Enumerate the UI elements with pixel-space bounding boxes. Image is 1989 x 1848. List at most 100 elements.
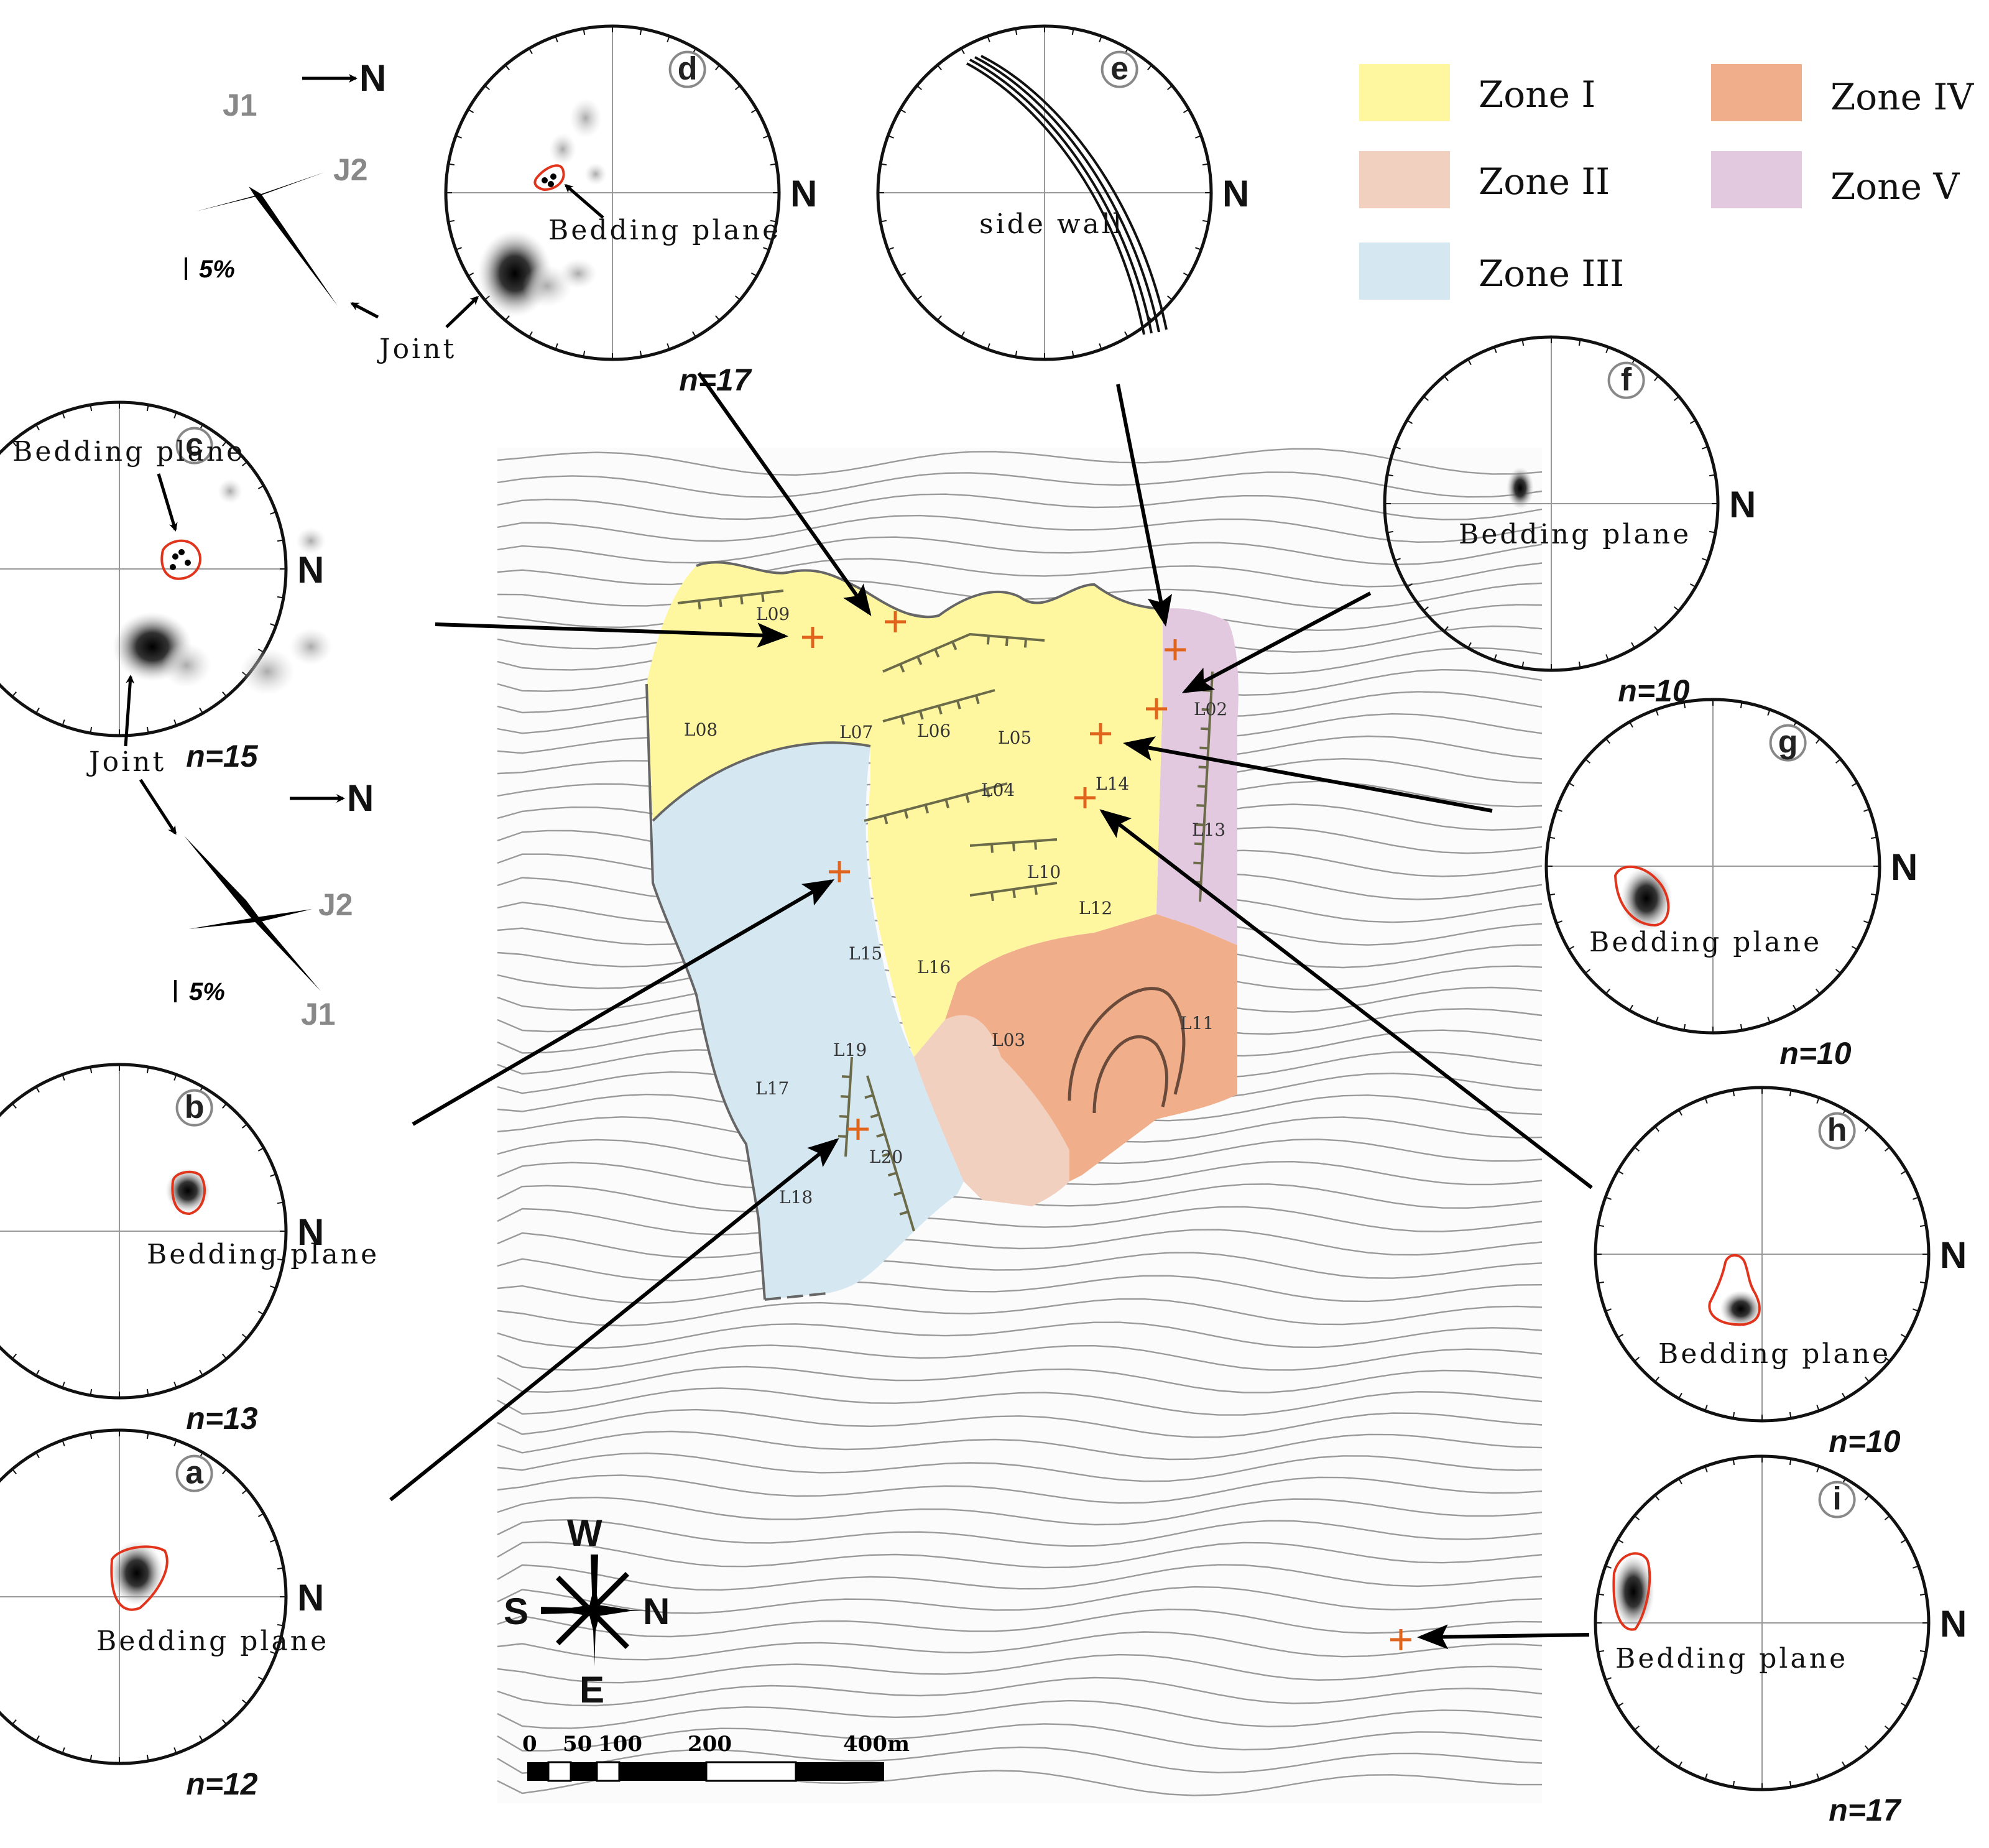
legend-label-zone-2: Zone II bbox=[1479, 160, 1610, 203]
bedding-label-b: Bedding plane bbox=[147, 1239, 379, 1270]
side-wall-label: side wall bbox=[979, 208, 1124, 240]
joint-label-c: Joint bbox=[86, 746, 166, 778]
rose-scale-label: 5% bbox=[189, 978, 225, 1005]
stereonet-d: dNn=17 bbox=[444, 24, 817, 397]
label-l18: L18 bbox=[779, 1187, 813, 1208]
panel-letter-badge bbox=[1818, 1481, 1856, 1518]
density-blob bbox=[218, 479, 242, 504]
panel-letter-badge bbox=[175, 1454, 213, 1492]
north-label: N bbox=[1891, 846, 1917, 888]
rose-j1-label: J1 bbox=[301, 997, 336, 1032]
stereonet-i: iNn=17 bbox=[1594, 1454, 1967, 1827]
panel-letter-badge bbox=[668, 50, 706, 88]
contour-line bbox=[497, 471, 1543, 498]
panel-letter: f bbox=[1621, 362, 1632, 398]
bedding-outline bbox=[533, 164, 565, 192]
sample-point bbox=[885, 611, 906, 632]
contour-line bbox=[497, 1252, 1543, 1282]
compass-s: S bbox=[504, 1591, 528, 1632]
legend-swatch-zone-1 bbox=[1359, 64, 1450, 121]
zone-3-area bbox=[653, 742, 964, 1300]
contour-line bbox=[497, 1408, 1543, 1438]
panel-letter: c bbox=[185, 427, 203, 463]
density-blob bbox=[162, 643, 211, 688]
scale-bar: 0 50 100 200 400m bbox=[522, 1732, 910, 1782]
contour-line bbox=[497, 1229, 1543, 1259]
legend-item-zone-1: Zone I bbox=[1359, 64, 1595, 121]
stereonet-contents bbox=[109, 55, 1762, 1631]
density-blob bbox=[290, 628, 332, 665]
stereonet-h: hNn=10 bbox=[1594, 1086, 1967, 1459]
contour-line bbox=[497, 1344, 1543, 1371]
contour-line bbox=[497, 1206, 1543, 1236]
contour-line bbox=[497, 1474, 1543, 1504]
contour-line bbox=[497, 448, 1543, 476]
north-label: N bbox=[1222, 173, 1249, 215]
stereonet-panels: aNn=12bNn=13cNn=15dNn=17eNfNn=10gNn=10hN… bbox=[0, 24, 1967, 1827]
zone-4-arc-scarps bbox=[1068, 987, 1186, 1114]
density-blob bbox=[109, 1541, 164, 1605]
stereonet-c: cNn=15 bbox=[0, 400, 324, 774]
sample-count: n=10 bbox=[1779, 1036, 1852, 1071]
north-label: N bbox=[790, 173, 817, 215]
bedding-label-c: Bedding plane bbox=[12, 436, 245, 468]
label-l17: L17 bbox=[755, 1078, 789, 1099]
zone-boundaries bbox=[645, 561, 1163, 1301]
rose-j2-label: J2 bbox=[318, 887, 353, 922]
contour-line bbox=[497, 1676, 1543, 1707]
bedding-outline bbox=[1708, 1254, 1761, 1326]
label-l15: L15 bbox=[849, 943, 882, 964]
scale-tick-200: 200 bbox=[688, 1732, 732, 1757]
contour-line bbox=[497, 1746, 1543, 1774]
density-blob bbox=[549, 133, 576, 165]
bedding-label-h: Bedding plane bbox=[1658, 1338, 1891, 1370]
rose-north-label: N bbox=[347, 777, 374, 819]
north-label: N bbox=[1940, 1234, 1967, 1276]
compass-e: E bbox=[579, 1669, 604, 1711]
bedding-outline bbox=[171, 1170, 206, 1216]
j2-petal bbox=[189, 909, 312, 929]
label-l13: L13 bbox=[1192, 820, 1225, 840]
panel-letter-badge bbox=[1769, 724, 1807, 762]
scarp-line bbox=[844, 1056, 853, 1157]
scale-tick-400m: 400m bbox=[843, 1732, 910, 1757]
sample-point bbox=[1146, 698, 1167, 719]
bedding-label-g: Bedding plane bbox=[1589, 926, 1822, 958]
density-blob bbox=[570, 98, 602, 138]
density-blob bbox=[1720, 1290, 1762, 1328]
north-label: N bbox=[297, 1577, 324, 1619]
density-blob bbox=[560, 259, 597, 289]
label-l09: L09 bbox=[756, 604, 790, 624]
label-l16: L16 bbox=[917, 957, 951, 977]
sample-point bbox=[1165, 639, 1186, 660]
compass-rose: W S N E bbox=[504, 1512, 670, 1711]
panel-letter-badge bbox=[1101, 50, 1138, 88]
contour-line bbox=[497, 1275, 1543, 1305]
label-l04: L04 bbox=[981, 780, 1015, 800]
sample-point bbox=[829, 861, 850, 882]
density-blob bbox=[296, 527, 326, 555]
zone-2-area bbox=[914, 1015, 1069, 1206]
panel-letter: i bbox=[1832, 1481, 1841, 1517]
label-l11: L11 bbox=[1180, 1013, 1214, 1033]
panel-letter-badge bbox=[175, 1089, 213, 1127]
rose-scale-label: 5% bbox=[199, 256, 235, 283]
legend-swatch-zone-3 bbox=[1359, 243, 1450, 300]
north-label: N bbox=[1940, 1603, 1967, 1645]
density-blob bbox=[240, 648, 295, 695]
density-blob bbox=[165, 1168, 210, 1213]
legend-label-zone-4: Zone IV bbox=[1830, 76, 1974, 118]
label-l03: L03 bbox=[992, 1030, 1025, 1050]
stereonet-b: bNn=13 bbox=[0, 1063, 324, 1436]
bedding-label-f: Bedding plane bbox=[1459, 519, 1691, 550]
density-blob bbox=[584, 163, 607, 185]
legend-item-zone-3: Zone III bbox=[1359, 243, 1624, 300]
sample-point bbox=[1090, 723, 1111, 744]
contour-line bbox=[497, 1631, 1543, 1661]
rose-j2-label: J2 bbox=[333, 152, 368, 187]
compass-n: N bbox=[643, 1591, 670, 1632]
north-label: N bbox=[297, 549, 324, 591]
panel-letter-badge bbox=[1818, 1112, 1856, 1150]
label-l20: L20 bbox=[869, 1147, 903, 1167]
label-pointer-arrows bbox=[124, 184, 604, 835]
